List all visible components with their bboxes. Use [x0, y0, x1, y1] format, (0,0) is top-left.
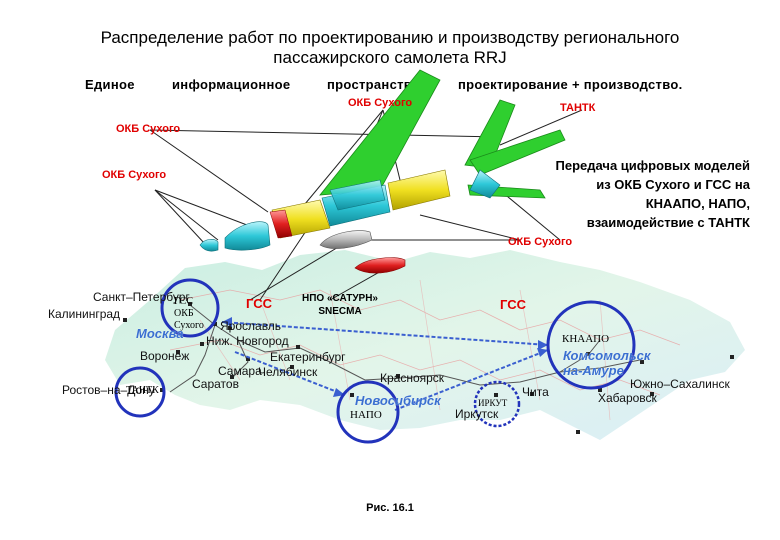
info-word-1: Единое [85, 77, 135, 92]
npo-line-2: SNECMA [318, 306, 362, 317]
label-okb-right: ОКБ Сухого [508, 236, 573, 248]
city-label: Калининград [48, 307, 121, 321]
label-npo-saturn: НПО «САТУРН» SNECMA [295, 292, 385, 318]
city-label: Челябинск [258, 365, 318, 379]
label-knaapo: КНААПО [562, 333, 610, 345]
city-label: Ярославль [220, 319, 282, 333]
org-circles [114, 278, 636, 444]
label-okb-left2: ОКБ Сухого [102, 169, 167, 181]
label-gss-right: ГСС [500, 297, 526, 312]
city-label: Саратов [192, 377, 239, 391]
page-subtitle: пассажирского самолета RRJ [273, 48, 507, 67]
label-okb-top: ОКБ Сухого [348, 97, 413, 109]
note-line: взаимодействие с ТАНТК [586, 215, 750, 230]
info-word-2: информационное [172, 77, 291, 92]
city-label: Южно–Сахалинск [630, 377, 730, 391]
city-label: Санкт–Петербург [93, 290, 190, 304]
city-label: Иркутск [455, 407, 499, 421]
label-okb-left1: ОКБ Сухого [116, 123, 181, 135]
info-word-4: проектирование + производство. [458, 77, 683, 92]
city-label: Воронеж [140, 349, 190, 363]
note-line: КНААПО, НАПО, [645, 196, 750, 211]
city-label: Ниж. Новгород [206, 334, 289, 348]
figure-caption: Рис. 16.1 [366, 502, 414, 514]
city-label-moscow: Москва [136, 326, 184, 341]
info-word-3: пространство: [327, 77, 425, 92]
transfer-note: Передача цифровых моделей из ОКБ Сухого … [520, 156, 750, 232]
page-title: Распределение работ по проектированию и … [100, 28, 680, 47]
note-line: из ОКБ Сухого и ГСС на [596, 177, 750, 192]
label-napo: НАПО [350, 409, 382, 421]
city-label: Красноярск [380, 371, 445, 385]
note-line: Передача цифровых моделей [555, 158, 750, 173]
city-label: Хабаровск [598, 391, 657, 405]
city-label: Ростов–на–Дону [62, 383, 155, 397]
spb-circle-line: ГСС [174, 296, 193, 307]
city-label: Чита [522, 385, 549, 399]
label-spb-circle: ГСС ОКБ Сухого [174, 296, 204, 332]
city-label-novosibirsk: Новосибирск [355, 393, 441, 408]
spb-circle-line: ОКБ [174, 308, 194, 319]
russia-map [105, 250, 745, 440]
label-gss-left: ГСС [246, 296, 272, 311]
label-irkut: ИРКУТ [478, 398, 508, 408]
connection-arrows [221, 321, 549, 411]
npo-line-1: НПО «САТУРН» [301, 293, 378, 304]
city-label-komsomolsk: Комсомольск на-Амуре [563, 348, 651, 378]
spb-circle-line: Сухого [174, 320, 204, 331]
aircraft-exploded [199, 69, 566, 274]
label-tantk-circle: ТАНТК [126, 385, 159, 396]
city-label: Самара [218, 364, 262, 378]
city-label: Екатеринбург [270, 350, 346, 364]
label-tantk: ТАНТК [560, 102, 596, 114]
